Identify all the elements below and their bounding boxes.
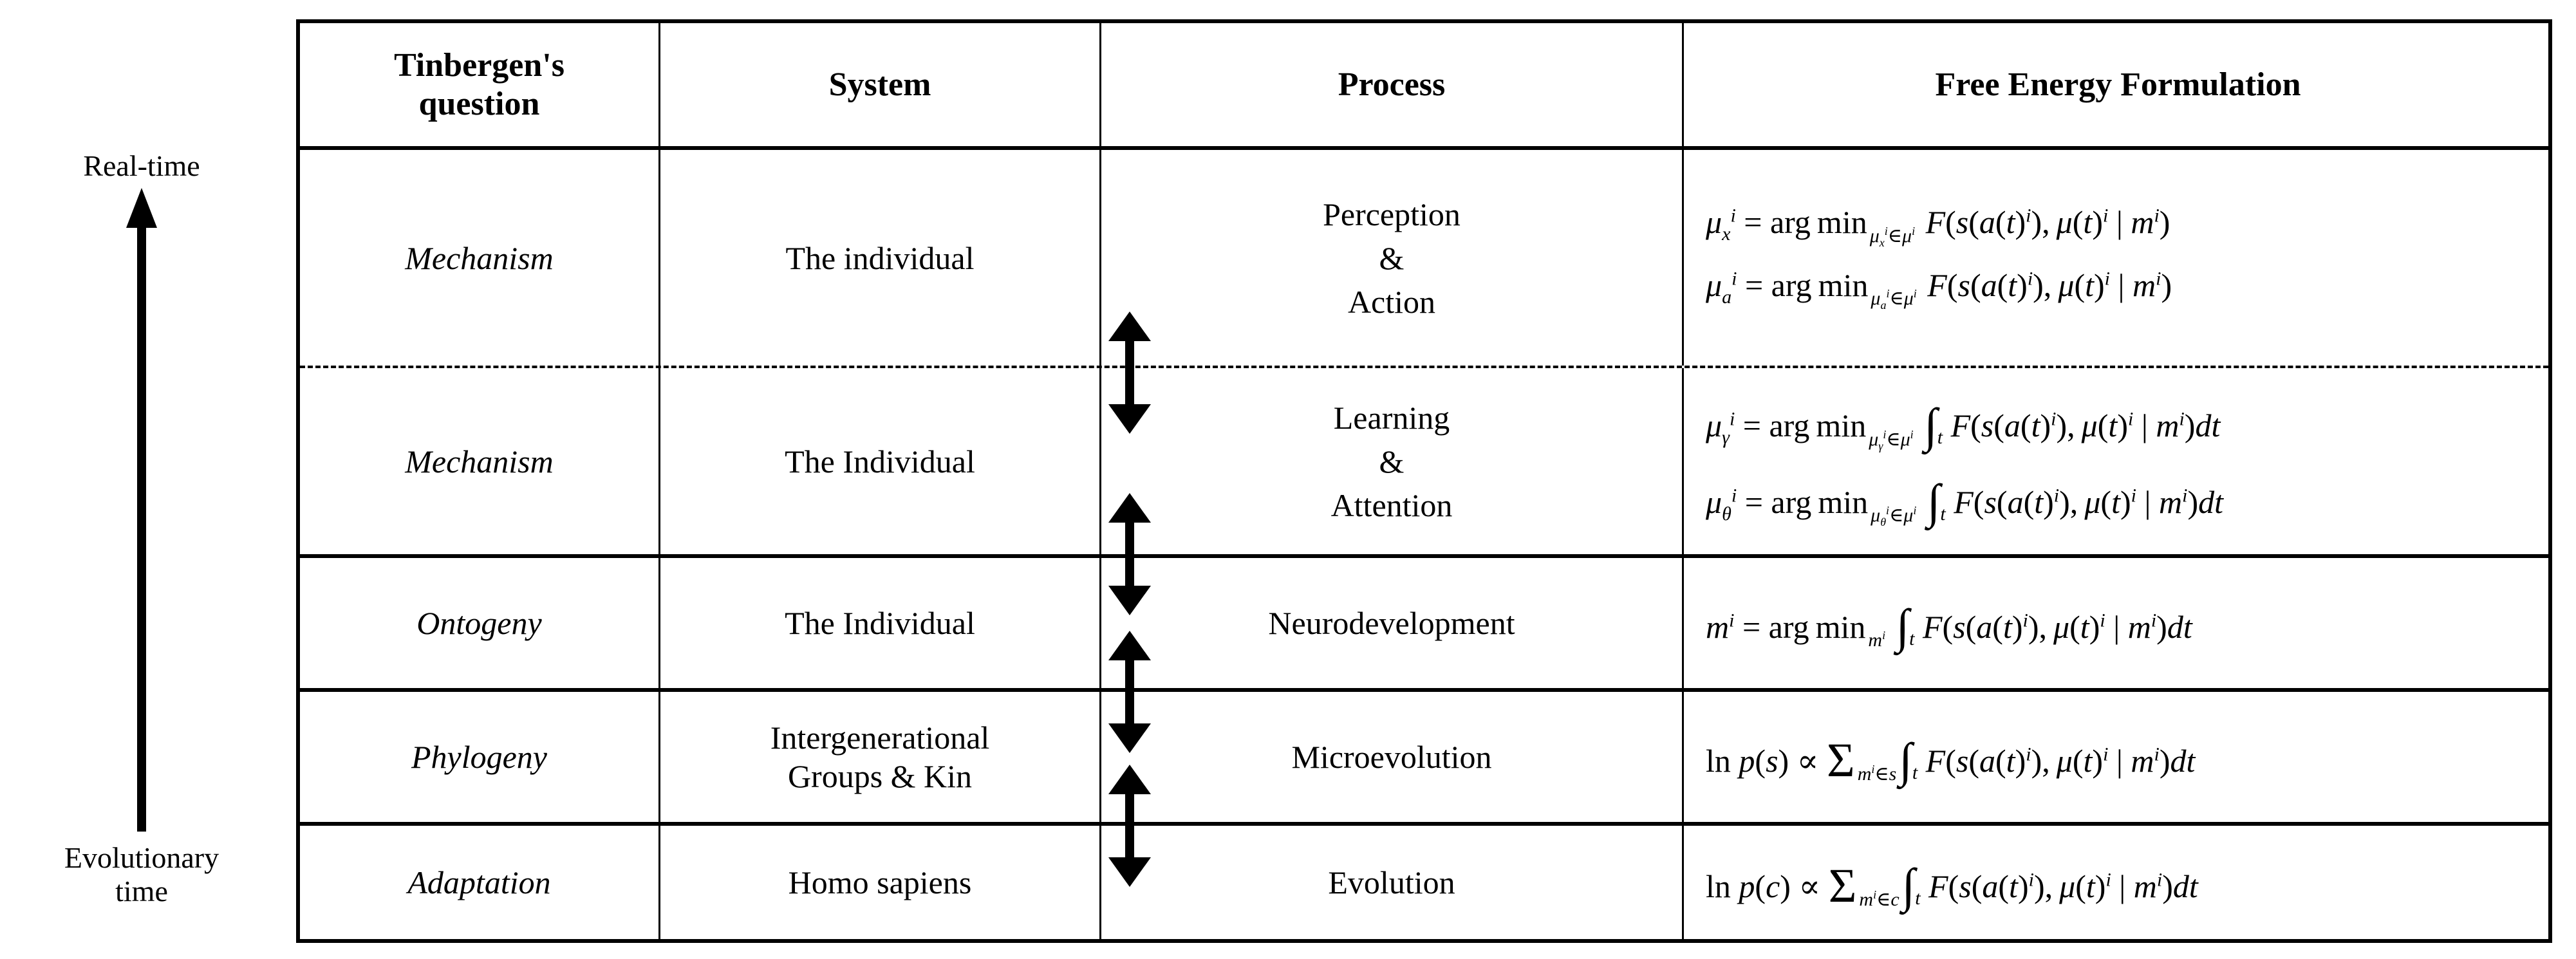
header-tinbergens-question-line1: Tinbergen's [394, 47, 565, 84]
double-headed-arrow-icon [1108, 631, 1151, 753]
row-process: Learning & Attention [1101, 368, 1684, 554]
axis-bottom-label-line1: Evolutionary [64, 841, 219, 874]
row-process: Neurodevelopment [1101, 558, 1684, 688]
header-tinbergens-question-line2: question [418, 85, 540, 122]
row-process-line: Learning [1333, 399, 1450, 436]
double-headed-arrow-icon [1108, 312, 1151, 434]
row-question: Adaptation [300, 826, 660, 939]
table-row: Phylogeny Intergenerational Groups & Kin… [300, 692, 2548, 826]
double-headed-arrow-icon [1108, 493, 1151, 615]
row-process-line: Attention [1330, 487, 1453, 523]
row-process-line: Perception [1323, 196, 1461, 232]
row-process-line: & [1379, 443, 1405, 480]
header-process: Process [1101, 23, 1684, 146]
table-header-row: Tinbergen's question System Process Free… [300, 23, 2548, 150]
row-process: Evolution [1101, 826, 1684, 939]
header-free-energy-formulation: Free Energy Formulation [1935, 66, 2301, 103]
row-process: Perception & Action [1101, 150, 1684, 366]
header-system: System [660, 23, 1101, 146]
axis-bottom-label: Evolutionary time [0, 841, 283, 908]
up-arrow-icon [126, 188, 157, 832]
row-process: Microevolution [1101, 692, 1684, 822]
row-question: Mechanism [300, 368, 660, 554]
row-process-line: Action [1347, 283, 1436, 320]
table-row: Mechanism The Individual Learning & Atte… [300, 368, 2548, 558]
axis-top-label: Real-time [83, 149, 200, 182]
row-system: The Individual [660, 368, 1101, 554]
time-axis: Real-time Evolutionary time [0, 0, 296, 959]
row-system: The Individual [660, 558, 1101, 688]
row-system-line: Intergenerational [770, 720, 990, 756]
row-system: Homo sapiens [660, 826, 1101, 939]
row-system-line: Groups & Kin [787, 758, 973, 794]
row-system: The individual [660, 150, 1101, 366]
table-row: Ontogeny The Individual Neurodevelopment… [300, 558, 2548, 692]
row-process-line: & [1379, 239, 1405, 276]
tinbergen-free-energy-table: Tinbergen's question System Process Free… [296, 19, 2552, 943]
header-tinbergens-question: Tinbergen's question [300, 23, 660, 146]
row-question: Ontogeny [300, 558, 660, 688]
row-system: Intergenerational Groups & Kin [660, 692, 1101, 822]
table-row: Adaptation Homo sapiens Evolution ln p(c… [300, 826, 2548, 939]
row-question: Phylogeny [300, 692, 660, 822]
table-row: Mechanism The individual Perception & Ac… [300, 150, 2548, 368]
row-question: Mechanism [300, 150, 660, 366]
double-headed-arrow-icon [1108, 765, 1151, 887]
axis-bottom-label-line2: time [115, 874, 168, 908]
